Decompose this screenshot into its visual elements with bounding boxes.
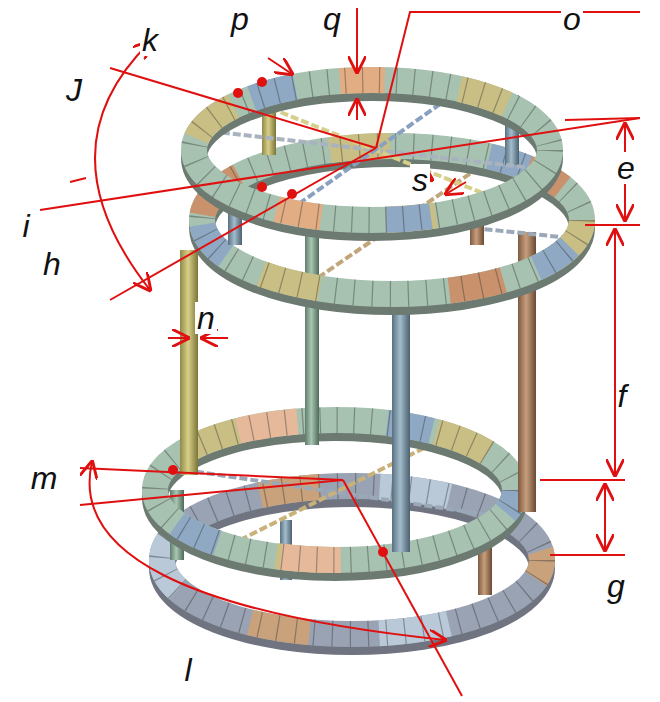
dimension-label: m — [29, 462, 60, 494]
dimension-label: k — [140, 24, 160, 56]
dimension-label: s — [410, 164, 430, 196]
ring — [155, 420, 515, 568]
dimension-label: o — [561, 3, 583, 35]
dimension-lines — [40, 8, 640, 696]
dimension-label: h — [41, 248, 63, 280]
ring — [194, 80, 550, 228]
dimension-label: f — [616, 380, 629, 412]
dimension-label: p — [229, 3, 251, 35]
dimension-label: q — [321, 3, 343, 35]
dimension-label: i — [20, 210, 31, 242]
dimension-label: J — [64, 74, 84, 106]
dimension-label: e — [615, 152, 637, 184]
dimension-label: l — [182, 654, 193, 686]
dimension-label: g — [605, 570, 627, 602]
dimension-label: n — [195, 302, 217, 334]
joint-dots — [168, 77, 388, 557]
